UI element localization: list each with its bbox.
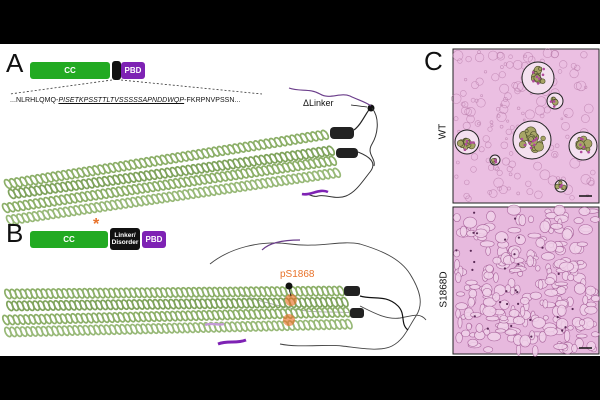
delta-linker-label: ΔLinker <box>303 98 334 108</box>
panel-b-phospho-marker <box>285 282 293 290</box>
phospho-site-upper <box>285 294 297 306</box>
s1868d-row-label: S1868D <box>438 271 450 308</box>
panel-a-coiled-coil-helices <box>1 129 342 226</box>
panel-c-letter: C <box>424 46 443 76</box>
panel-a-tail-lower-pbd <box>301 189 329 196</box>
panel-a-tail-upper-n <box>288 87 372 107</box>
panel-a-tail-lower <box>301 151 374 198</box>
panel-a-tail-upper-c <box>369 107 378 167</box>
helix-b-2 <box>5 296 349 312</box>
wt-droplet-cluster <box>521 61 555 95</box>
panel-b-disordered-tail-2 <box>359 305 427 321</box>
phospho-site-lower <box>283 314 295 326</box>
helix-b-3 <box>1 306 351 326</box>
panel-b-linker-segment-lower <box>350 308 364 318</box>
pbd-domain-box: PBD <box>121 62 145 79</box>
figure: A CC PBD ...NLRHLQMQ-PISETKPSSTTLTVSSSSS… <box>0 44 600 357</box>
wt-droplet-cluster <box>568 131 598 161</box>
panel-b-label-leader <box>288 288 292 297</box>
wt-droplet-cluster <box>512 120 552 160</box>
panel-b-linker-tail <box>359 295 409 331</box>
panel-b-letter: B <box>6 218 24 248</box>
phosphosite-asterisk: * <box>93 216 100 233</box>
ps1868-label: pS1868 <box>280 269 315 280</box>
wt-droplet-cluster <box>546 92 564 110</box>
panel-a-linker-segment-upper <box>330 127 354 139</box>
panel-a-label-leader <box>350 104 368 108</box>
wt-droplet-cluster <box>489 154 501 166</box>
s1868d-micrograph <box>452 204 600 357</box>
helix-a-3 <box>1 155 338 214</box>
linker-sequence: ...NLRHLQMQ-PISETKPSSTTLTVSSSSSAPNDDWQP-… <box>10 97 240 104</box>
cc-domain-box: CC <box>30 62 110 79</box>
sequence-linker: PISETKPSSTTLTVSSSSSAPNDDWQP <box>58 97 185 104</box>
panel-b-coiled-coil-helices <box>1 285 353 338</box>
disorder-label: Disorder <box>111 239 139 246</box>
panel-a-linker-segment-lower <box>336 148 358 158</box>
linker-label: Linker/ <box>114 232 136 239</box>
sequence-prefix: ...NLRHLQMQ- <box>10 97 59 104</box>
panel-b-pbd-end <box>217 338 247 346</box>
panel-b-linker-segment-upper <box>344 286 360 296</box>
wt-droplets <box>451 48 598 202</box>
panel-a-letter: A <box>6 48 24 78</box>
panel-b-pbd-end-faint <box>204 322 225 327</box>
helix-a-1 <box>3 129 330 190</box>
cc-domain-box: CC <box>30 231 108 248</box>
helix-a-2 <box>7 145 336 200</box>
linker-domain-box <box>112 61 121 80</box>
panel-b-disordered-tail-1 <box>209 242 421 350</box>
wt-row-label: WT <box>437 123 449 140</box>
wt-droplet-cluster <box>454 129 480 155</box>
wt-micrograph <box>451 48 600 204</box>
panel-a-structure <box>1 87 378 226</box>
helix-a-4 <box>5 167 342 226</box>
panel-a-zoom-lines <box>9 79 263 95</box>
s1868d-network <box>453 204 600 357</box>
helix-b-1 <box>3 285 345 300</box>
panel-b-structure <box>1 239 427 350</box>
panel-b-tail-start <box>261 239 301 251</box>
wt-droplet-cluster <box>554 179 568 193</box>
sequence-suffix: -FKRPNVPSSN... <box>184 97 241 104</box>
linker-disorder-box: Linker/ Disorder <box>110 228 140 250</box>
pbd-domain-box: PBD <box>142 231 166 248</box>
